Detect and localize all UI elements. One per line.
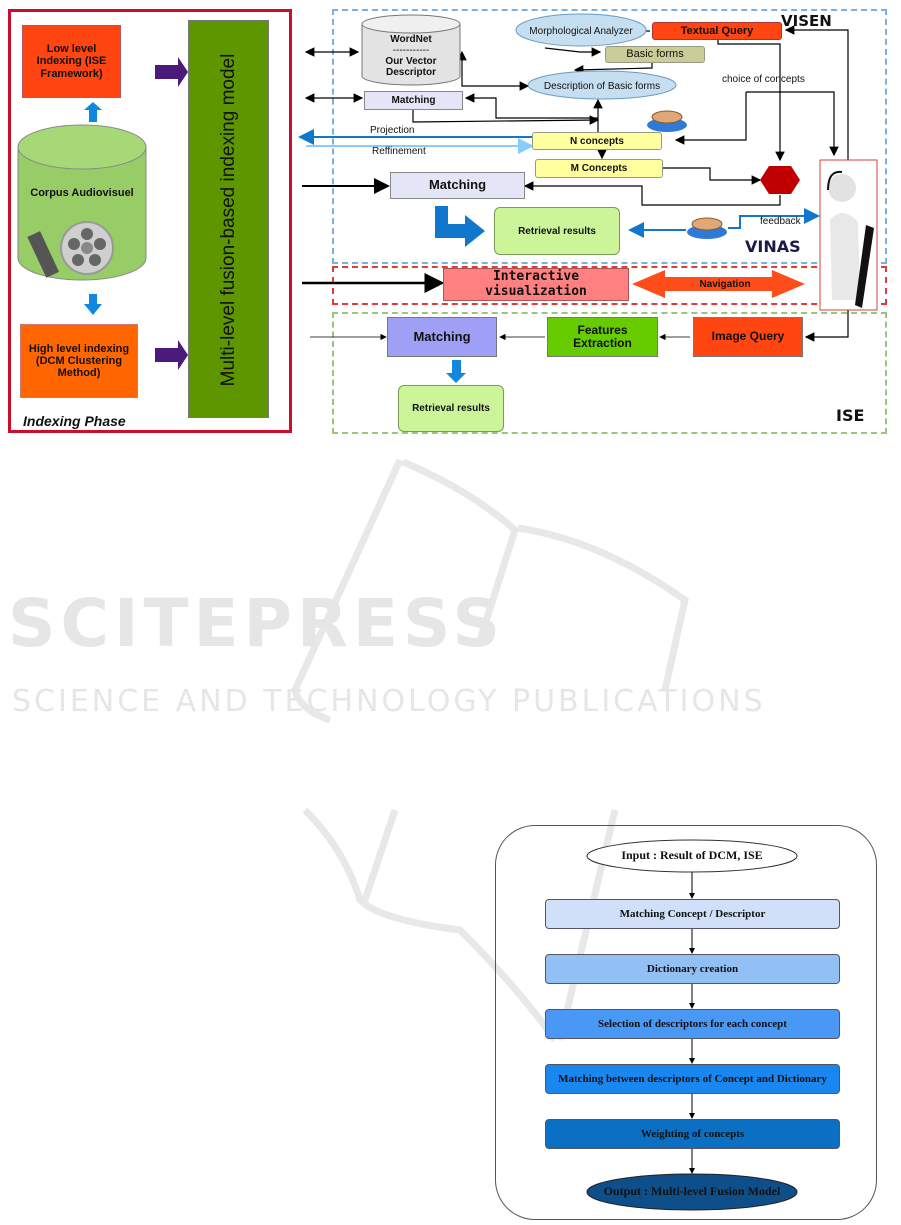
- n-concepts-box: N concepts: [532, 132, 662, 150]
- description-basic-forms-label: Description of Basic forms: [543, 80, 661, 92]
- watermark-tagline: SCIENCE AND TECHNOLOGY PUBLICATIONS: [12, 684, 766, 719]
- user-avatar-icon: [647, 110, 687, 132]
- operator-headset-icon: [819, 159, 878, 311]
- fusion-output-label: Output : Multi-level Fusion Model: [603, 1184, 781, 1199]
- fusion-step-box: Selection of descriptors for each concep…: [545, 1009, 840, 1039]
- corpus-label: Corpus Audiovisuel: [30, 186, 134, 199]
- output-ellipse: [586, 1173, 798, 1211]
- visen-title: VISEN: [781, 12, 832, 30]
- basic-forms-box: Basic forms: [605, 46, 705, 63]
- choice-of-concepts-label: choice of concepts: [722, 74, 805, 85]
- purple-arrow-top: [155, 57, 188, 87]
- wordnet-cylinder: [361, 14, 461, 86]
- fusion-flow-panel: [495, 825, 877, 1220]
- connector-lines: [298, 13, 878, 383]
- description-basic-forms-ellipse: [527, 70, 677, 100]
- feedback-arrow: [728, 208, 820, 229]
- projection-label: Projection: [370, 125, 415, 136]
- vinas-title: VINAS: [745, 237, 801, 256]
- textual-query-box: Textual Query: [652, 22, 782, 40]
- blue-l-arrow: [435, 206, 485, 247]
- purple-arrow-bottom: [155, 340, 188, 370]
- user-avatar-icon-2: [687, 217, 727, 239]
- fusion-step-box: Matching between descriptors of Concept …: [545, 1064, 840, 1094]
- features-extraction-box: Features Extraction: [547, 317, 658, 357]
- fusion-input-label: Input : Result of DCM, ISE: [621, 848, 763, 863]
- ise-down-arrow: [446, 360, 466, 383]
- navigation-label: Navigation: [699, 278, 751, 290]
- indexing-phase-title: Indexing Phase: [23, 413, 126, 429]
- ise-region: [332, 312, 887, 434]
- vinas-retrieval-results: Retrieval results: [494, 207, 620, 255]
- indexing-arrows: [17, 57, 188, 370]
- vinas-matching-box: Matching: [390, 172, 525, 199]
- fusion-step-box: Dictionary creation: [545, 954, 840, 984]
- stop-hexagon: [760, 166, 800, 194]
- high-level-indexing-box: High level indexing (DCM Clustering Meth…: [20, 324, 138, 398]
- fusion-step-box: Matching Concept / Descriptor: [545, 899, 840, 929]
- ise-retrieval-results: Retrieval results: [398, 385, 504, 432]
- m-concepts-box: M Concepts: [535, 159, 663, 178]
- morphological-analyzer-label: Morphological Analyzer: [529, 25, 633, 37]
- corpus-cylinder: [17, 124, 147, 281]
- low-level-indexing-box: Low level Indexing (ISE Framework): [22, 25, 121, 98]
- wordnet-label: WordNet: [390, 34, 432, 45]
- feedback-label: feedback: [760, 216, 801, 227]
- image-query-box: Image Query: [693, 317, 803, 357]
- visen-matching-box: Matching: [364, 91, 463, 110]
- refinement-label: Reffinement: [372, 146, 426, 157]
- blue-up-arrow: [84, 102, 102, 122]
- ise-matching-box: Matching: [387, 317, 497, 357]
- input-ellipse: [586, 839, 798, 873]
- navigation-arrow: [632, 270, 805, 298]
- indexing-phase-panel: [8, 9, 292, 433]
- fusion-step-box: Weighting of concepts: [545, 1119, 840, 1149]
- film-reel-icon: [27, 221, 114, 278]
- blue-down-arrow: [84, 294, 102, 315]
- interactive-visualization-box: Interactive visualization: [443, 268, 629, 301]
- vector-descriptor-label: Our Vector Descriptor: [385, 56, 437, 78]
- ise-title: ISE: [836, 406, 865, 425]
- wordnet-separator: -----------: [392, 45, 430, 56]
- navigation-region: [332, 266, 887, 305]
- fusion-model-box: Multi-level fusion-based indexing model: [188, 20, 269, 418]
- morphological-analyzer-ellipse: [515, 13, 647, 47]
- watermark-brand: SCITEPRESS: [8, 585, 506, 662]
